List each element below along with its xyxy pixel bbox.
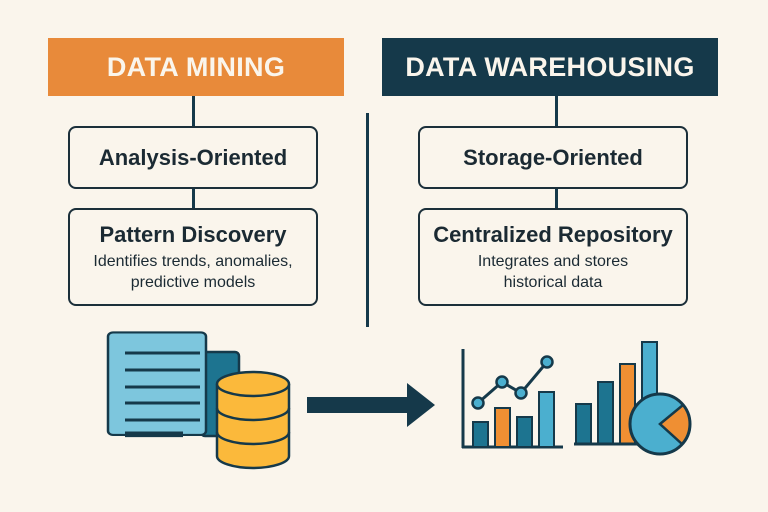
- data-warehousing-header-label: DATA WAREHOUSING: [405, 51, 695, 82]
- column-divider: [366, 113, 369, 327]
- bar-pie-chart-icon: [574, 341, 692, 456]
- storage-oriented-box: Storage-Oriented: [418, 126, 688, 189]
- pattern-discovery-box: Pattern Discovery Identifies trends, ano…: [68, 208, 318, 306]
- document-icon: [106, 331, 241, 438]
- arrow-right-icon: [307, 383, 435, 427]
- centralized-repository-desc-line2: historical data: [503, 273, 603, 291]
- data-warehousing-header: DATA WAREHOUSING: [382, 38, 718, 96]
- centralized-repository-box: Centralized Repository Integrates and st…: [418, 208, 688, 306]
- centralized-repository-desc-line1: Integrates and stores: [477, 252, 629, 270]
- line-bar-chart-icon: [461, 349, 563, 449]
- storage-oriented-label: Storage-Oriented: [463, 144, 643, 170]
- analysis-oriented-box: Analysis-Oriented: [68, 126, 318, 189]
- left-connector-top: [192, 96, 195, 126]
- data-mining-header-label: DATA MINING: [106, 51, 286, 82]
- right-connector-top: [555, 96, 558, 126]
- pattern-discovery-desc-line1: Identifies trends, anomalies,: [93, 252, 293, 270]
- centralized-repository-title: Centralized Repository: [433, 221, 673, 247]
- database-icon: [215, 370, 291, 470]
- right-connector-middle: [555, 189, 558, 209]
- pattern-discovery-desc-line2: predictive models: [130, 273, 256, 291]
- pattern-discovery-title: Pattern Discovery: [99, 221, 287, 247]
- data-mining-header: DATA MINING: [48, 38, 344, 96]
- analysis-oriented-label: Analysis-Oriented: [98, 144, 288, 170]
- left-connector-middle: [192, 189, 195, 209]
